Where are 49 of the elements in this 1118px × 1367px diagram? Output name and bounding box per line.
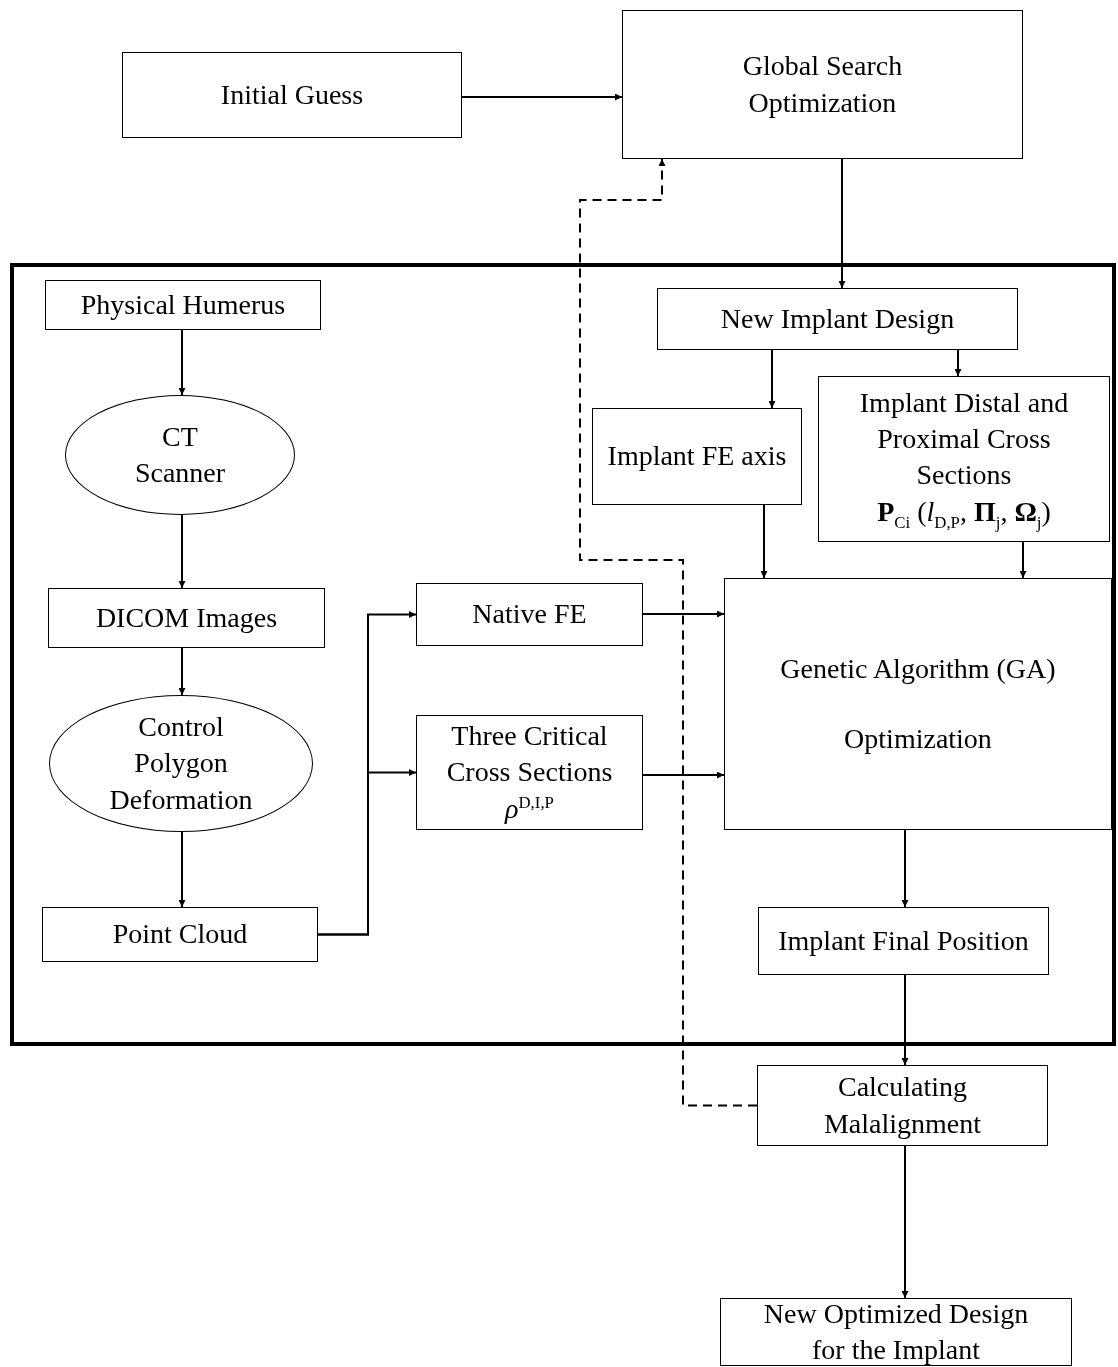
process-box	[724, 578, 1112, 830]
node-label: Point Cloud	[112, 917, 248, 952]
process-box	[416, 715, 643, 830]
process-box	[622, 10, 1023, 159]
node-label: Optimization	[844, 722, 992, 756]
node-label: P$_{Ci}$ (l$_{D,P}$, Π$_{j}$, Ω$_{j}$)	[877, 494, 1051, 534]
arrow	[642, 771, 725, 779]
process-box	[416, 583, 643, 646]
process-box	[818, 376, 1110, 542]
process-box	[758, 907, 1049, 975]
node-label: CT Scanner	[133, 419, 227, 490]
node-label: Global Search Optimization	[741, 49, 904, 120]
arrow	[317, 769, 417, 936]
node-label: Control Polygon Deformation	[108, 709, 254, 817]
arrow	[901, 829, 909, 908]
arrow	[901, 1145, 909, 1299]
node-label: Calculating Malalignment	[822, 1070, 983, 1141]
process-box	[757, 1065, 1048, 1146]
process-box	[42, 907, 318, 962]
arrow	[461, 93, 623, 101]
process-box	[45, 280, 321, 330]
dashed-arrow	[579, 158, 758, 1107]
arrow	[768, 349, 776, 409]
arrow	[954, 349, 962, 377]
process-box	[657, 288, 1018, 350]
arrow	[642, 610, 725, 618]
node-label: Implant Final Position	[778, 923, 1029, 958]
group-frame	[10, 263, 1116, 1046]
node-label: New Optimized Design for the Implant	[762, 1296, 1030, 1367]
node-label: Native FE	[472, 597, 587, 632]
arrow	[838, 158, 846, 289]
arrow	[760, 504, 768, 579]
arrow	[178, 647, 186, 696]
node-label: Genetic Algorithm (GA)	[780, 651, 1056, 686]
arrow	[1019, 541, 1027, 579]
node-label: ρ$^{D,I,P}$	[505, 791, 554, 826]
node-label: New Implant Design	[720, 301, 955, 336]
node-label: Physical Humerus	[80, 287, 286, 322]
process-box	[592, 408, 802, 505]
arrow	[178, 514, 186, 589]
node-label: DICOM Images	[95, 600, 278, 635]
process-box	[122, 52, 462, 138]
node-label: Implant FE axis	[607, 439, 787, 474]
process-box	[720, 1298, 1072, 1366]
arrow	[901, 974, 909, 1066]
process-box	[48, 588, 325, 648]
arrow	[178, 831, 186, 908]
arrow	[178, 329, 186, 396]
node-label: Initial Guess	[220, 77, 364, 112]
